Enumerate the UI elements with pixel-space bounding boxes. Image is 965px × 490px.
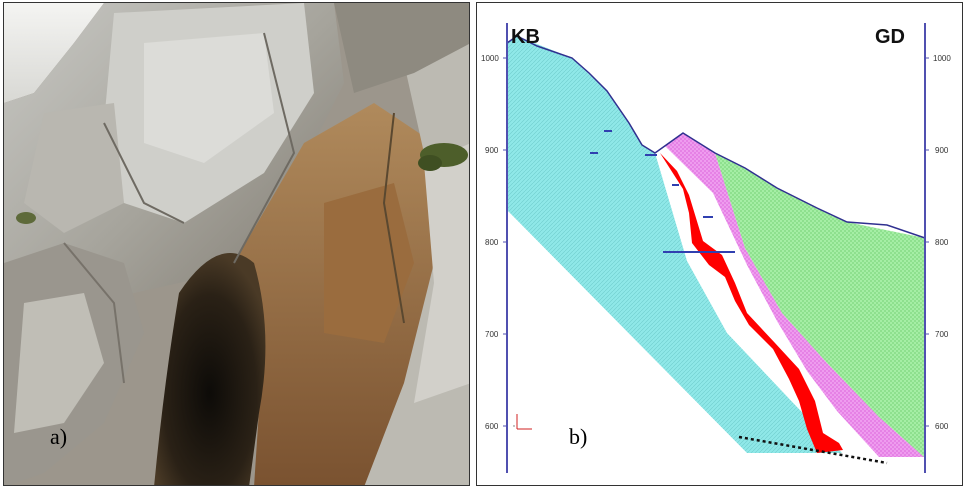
cross-section-panel: 1000 900 800 700 600 1000 900 800 700 60… <box>476 2 963 486</box>
left-tick-label: 1000 <box>481 54 499 63</box>
pink-unit-band <box>665 133 924 457</box>
panel-a-label: a) <box>50 424 68 449</box>
right-tick-label: 900 <box>935 146 949 155</box>
green-unit <box>715 153 925 457</box>
cross-section-diagram: 1000 900 800 700 600 1000 900 800 700 60… <box>481 23 951 473</box>
right-tick-label: 700 <box>935 330 949 339</box>
water-level-markers <box>590 130 735 253</box>
station-label-kb: KB <box>511 26 540 48</box>
left-tick-label: 600 <box>485 422 499 431</box>
station-label-gd: GD <box>875 26 905 48</box>
left-tick-label: 700 <box>485 330 499 339</box>
right-tick-marks <box>925 57 929 427</box>
left-tick-label: 900 <box>485 146 499 155</box>
outcrop-photo-panel: a) <box>3 2 470 486</box>
limestone-unit <box>507 36 842 453</box>
scale-icon: x <box>513 414 532 430</box>
fault-zone-fill <box>660 153 843 453</box>
basal-dashed-line <box>738 435 888 465</box>
right-tick-label: 800 <box>935 238 949 247</box>
panel-b-label: b) <box>569 424 588 449</box>
left-tick-label: 800 <box>485 238 499 247</box>
topography-line <box>506 35 926 239</box>
outcrop-photo <box>4 3 469 485</box>
left-tick-marks <box>503 57 507 427</box>
right-tick-label: 600 <box>935 422 949 431</box>
right-tick-label: 1000 <box>933 54 951 63</box>
svg-text:x: x <box>513 423 515 428</box>
